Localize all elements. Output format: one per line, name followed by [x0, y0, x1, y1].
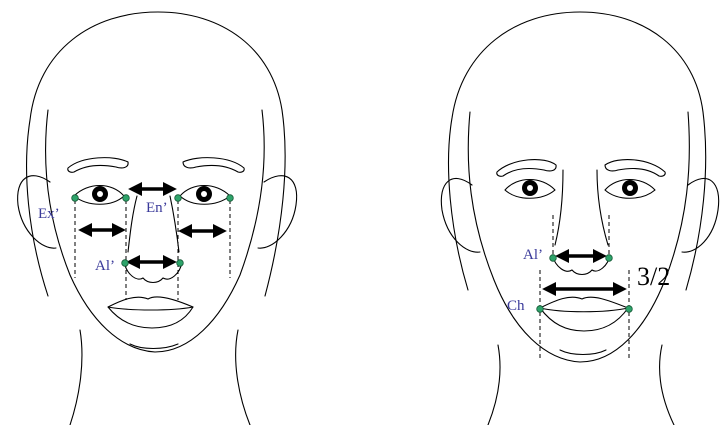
left-landmark-en-right	[175, 195, 182, 202]
right-eye-left-pupil	[527, 185, 533, 191]
left-upper-lip	[108, 297, 193, 310]
right-upper-lip	[540, 297, 628, 312]
left-neck-right	[236, 330, 250, 425]
right-nose-bridge-left	[555, 170, 563, 245]
right-eye-right-pupil	[627, 185, 633, 191]
right-landmark-al-left	[550, 255, 557, 262]
right-ear-right	[682, 178, 719, 252]
left-landmark-ex-left	[72, 195, 79, 202]
right-chin-line	[560, 350, 606, 355]
left-eye-left-pupil	[97, 191, 103, 197]
left-landmark-al-right	[177, 260, 184, 267]
right-eyebrow-right	[605, 160, 665, 177]
left-label-al: Al’	[95, 258, 115, 274]
left-face-contour	[46, 110, 265, 352]
right-eyebrow-left	[497, 160, 556, 177]
right-nose-base	[552, 255, 610, 275]
left-neck-left	[70, 330, 82, 425]
right-head-outline	[449, 12, 706, 290]
left-nose-bridge-left	[128, 196, 137, 252]
right-face: Al’ Ch 3/2	[441, 12, 718, 425]
right-nose-bridge-right	[597, 170, 608, 245]
right-landmark-ch-left	[537, 306, 544, 313]
right-neck-right	[660, 345, 674, 425]
left-face: Ex’ En’ Al’	[18, 12, 297, 425]
left-label-ex: Ex’	[38, 206, 60, 222]
left-landmark-en-left	[123, 195, 130, 202]
left-head-outline	[27, 12, 286, 296]
left-eyebrow-right	[183, 158, 244, 173]
right-label-ch: Ch	[507, 298, 525, 314]
right-label-al: Al’	[523, 247, 543, 263]
right-neck-left	[488, 345, 500, 425]
right-face-contour	[468, 112, 689, 362]
right-ratio-label: 3/2	[637, 262, 670, 291]
right-landmark-ch-right	[626, 306, 633, 313]
left-chin-line	[130, 344, 178, 349]
left-nose-base	[124, 262, 182, 283]
left-eye-right-pupil	[201, 191, 207, 197]
left-landmark-al-left	[122, 260, 129, 267]
right-landmark-al-right	[606, 255, 613, 262]
left-label-en: En’	[146, 200, 168, 216]
right-ear-left	[441, 178, 480, 252]
left-landmark-ex-right	[227, 195, 234, 202]
left-eyebrow-left	[68, 158, 128, 173]
